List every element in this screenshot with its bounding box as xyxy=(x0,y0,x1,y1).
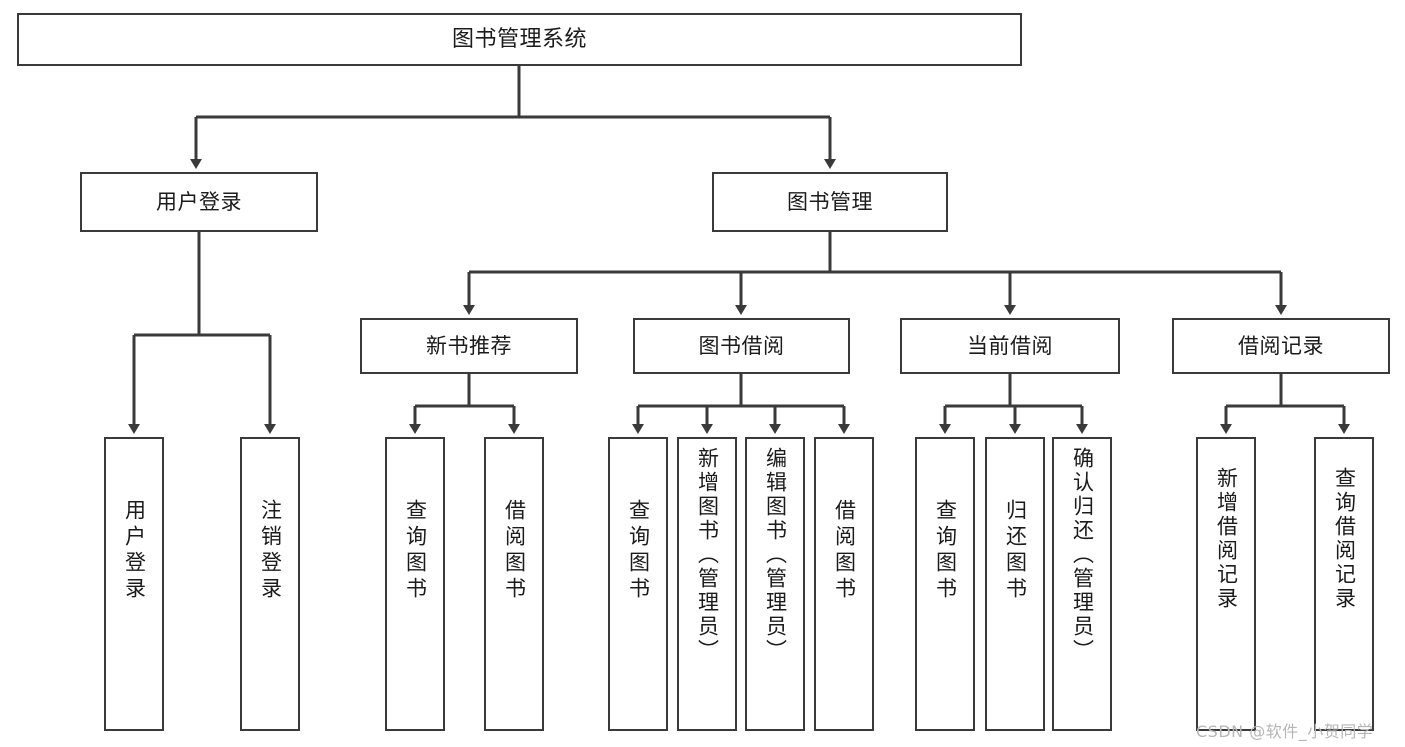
node-leaf-query-book-1[interactable]: 查询图书 xyxy=(385,437,445,731)
node-root[interactable]: 图书管理系统 xyxy=(17,13,1022,66)
node-user-login[interactable]: 用户登录 xyxy=(80,172,318,232)
node-book-manage-label: 图书管理 xyxy=(787,189,873,214)
node-leaf-confirm-return-label: 确认归还（管理员） xyxy=(1070,447,1095,663)
node-current-borrow[interactable]: 当前借阅 xyxy=(900,318,1120,374)
node-leaf-add-record[interactable]: 新增借阅记录 xyxy=(1196,437,1256,731)
node-leaf-confirm-return[interactable]: 确认归还（管理员） xyxy=(1052,437,1112,731)
node-leaf-borrow-book-2-label: 借阅图书 xyxy=(832,499,857,603)
node-leaf-borrow-book-1[interactable]: 借阅图书 xyxy=(484,437,544,731)
csdn-watermark: CSDN @软件_小贺同学 xyxy=(1196,722,1374,741)
node-book-borrow-label: 图书借阅 xyxy=(698,333,785,358)
node-leaf-query-book-3[interactable]: 查询图书 xyxy=(915,437,975,731)
node-leaf-add-book-label: 新增图书（管理员） xyxy=(695,447,720,663)
node-leaf-add-record-label: 新增借阅记录 xyxy=(1214,467,1239,611)
node-book-borrow[interactable]: 图书借阅 xyxy=(633,318,850,374)
node-leaf-query-record[interactable]: 查询借阅记录 xyxy=(1314,437,1374,731)
node-leaf-query-book-1-label: 查询图书 xyxy=(403,499,428,603)
node-leaf-borrow-book-1-label: 借阅图书 xyxy=(502,499,527,603)
node-leaf-query-book-2-label: 查询图书 xyxy=(626,499,651,603)
node-user-login-label: 用户登录 xyxy=(156,189,242,214)
node-leaf-query-record-label: 查询借阅记录 xyxy=(1332,467,1357,611)
node-book-manage[interactable]: 图书管理 xyxy=(712,172,948,232)
node-leaf-user-login-label: 用户登录 xyxy=(122,499,147,603)
node-leaf-edit-book-label: 编辑图书（管理员） xyxy=(763,447,788,663)
node-leaf-query-book-2[interactable]: 查询图书 xyxy=(608,437,668,731)
node-leaf-logout-label: 注销登录 xyxy=(258,499,283,603)
node-current-borrow-label: 当前借阅 xyxy=(967,333,1053,358)
node-leaf-return-book-label: 归还图书 xyxy=(1003,499,1028,603)
node-leaf-query-book-3-label: 查询图书 xyxy=(933,499,958,603)
node-root-label: 图书管理系统 xyxy=(451,26,587,52)
node-leaf-user-login[interactable]: 用户登录 xyxy=(104,437,164,731)
node-leaf-add-book[interactable]: 新增图书（管理员） xyxy=(677,437,737,731)
node-leaf-edit-book[interactable]: 编辑图书（管理员） xyxy=(745,437,805,731)
node-new-book-rec-label: 新书推荐 xyxy=(426,333,512,358)
node-new-book-rec[interactable]: 新书推荐 xyxy=(360,318,578,374)
node-borrow-record-label: 借阅记录 xyxy=(1238,333,1324,358)
node-leaf-borrow-book-2[interactable]: 借阅图书 xyxy=(814,437,874,731)
node-leaf-logout[interactable]: 注销登录 xyxy=(240,437,300,731)
node-leaf-return-book[interactable]: 归还图书 xyxy=(985,437,1045,731)
node-borrow-record[interactable]: 借阅记录 xyxy=(1172,318,1390,374)
